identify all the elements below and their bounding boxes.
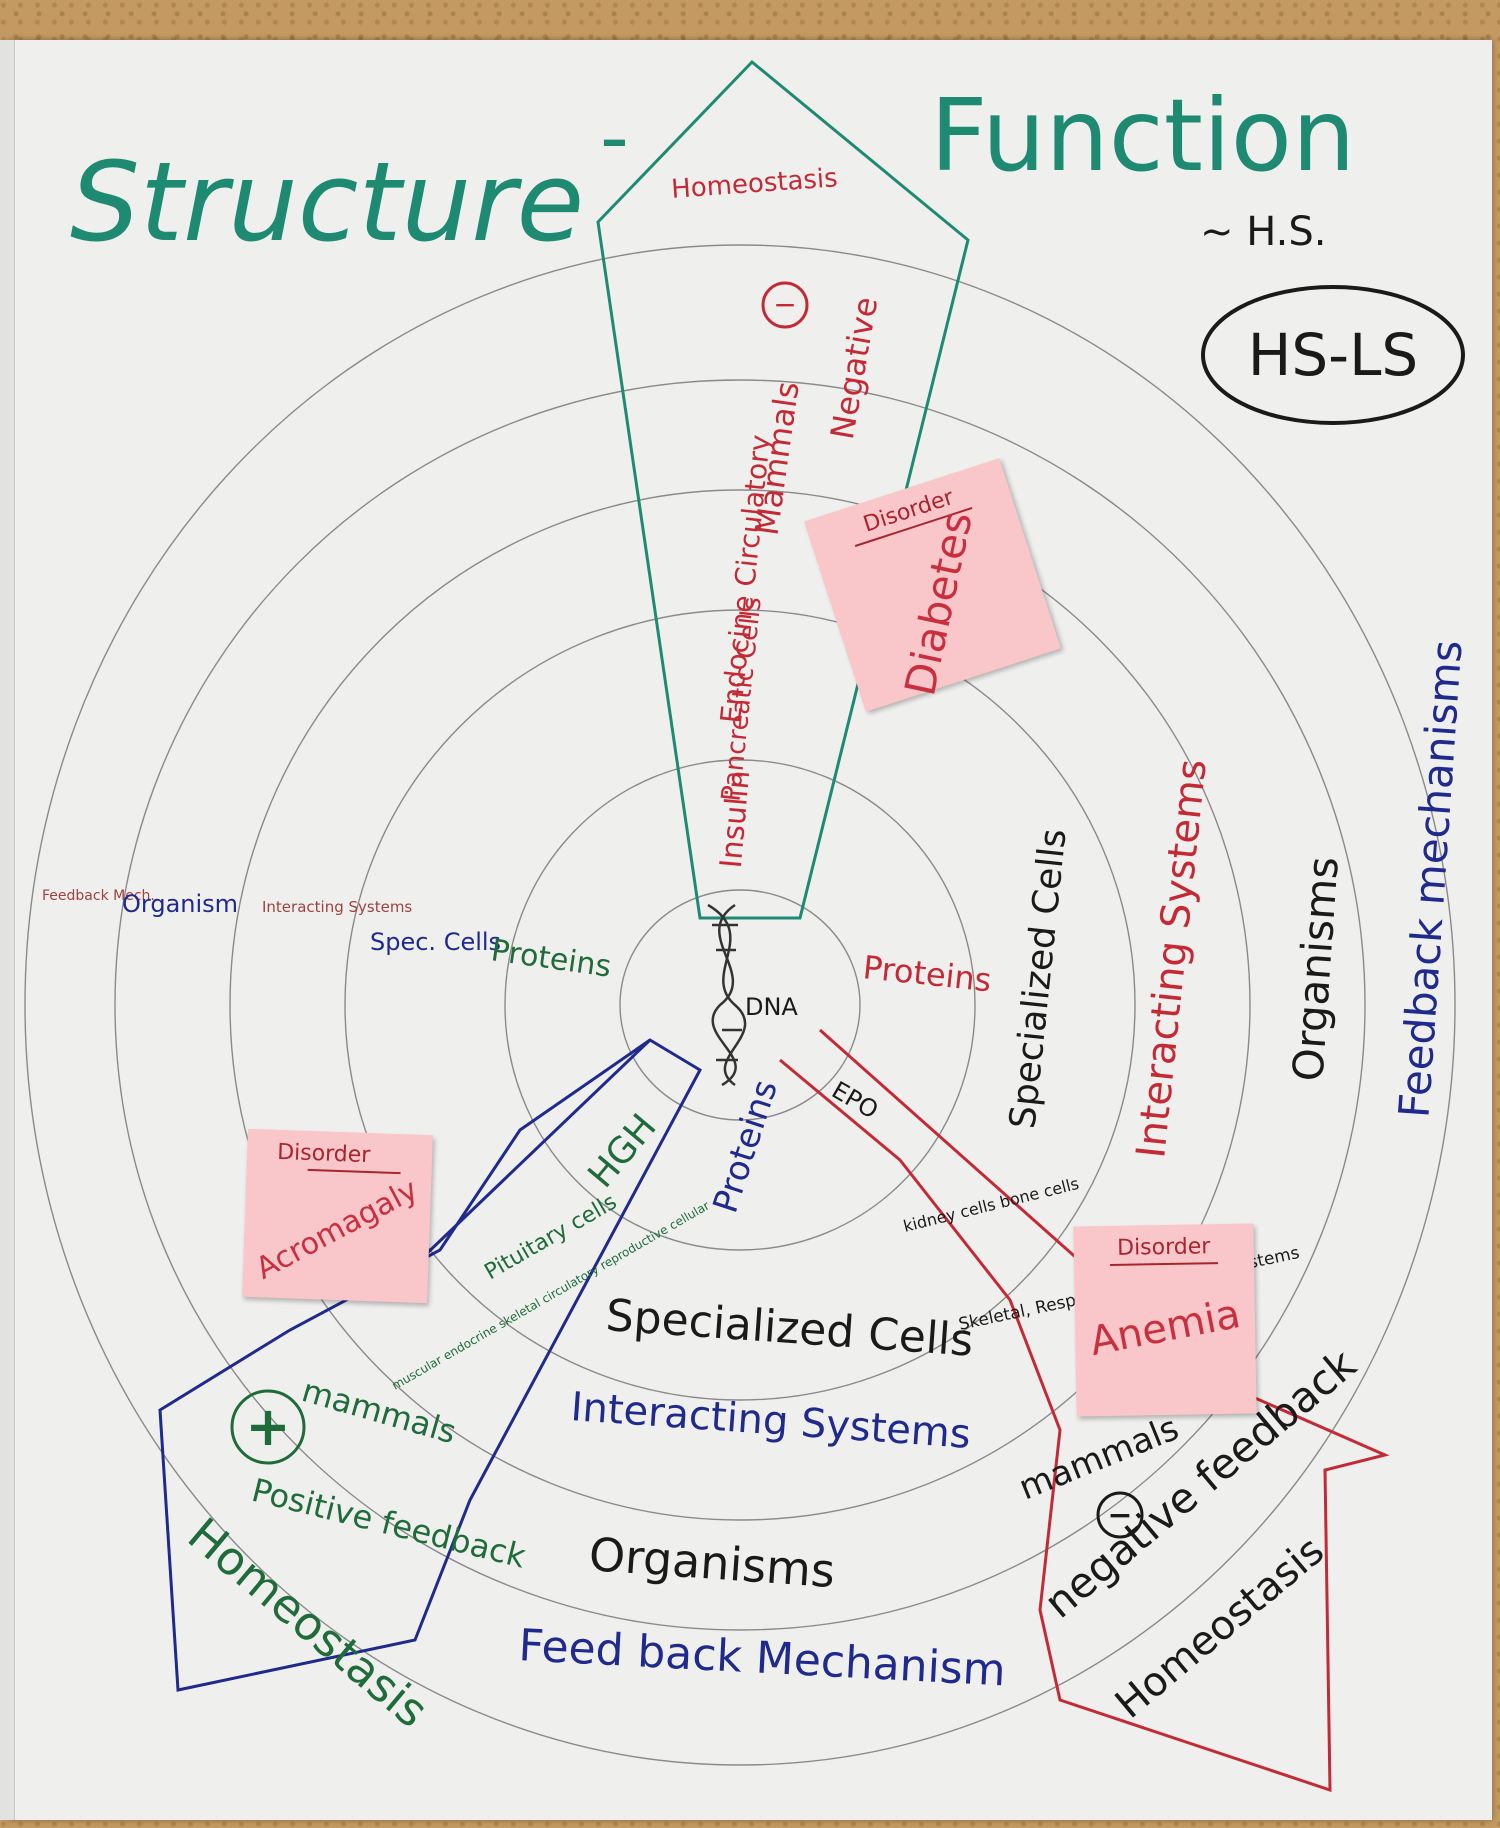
top-negative-symbol: − [773,288,796,321]
sticky-note-anemia: Disorder Anemia [1073,1223,1257,1417]
ring-organisms [114,379,1366,1631]
left-positive-feedback: Positive feedback [248,1471,530,1576]
right-feedback-mechanisms: Feedback mechanisms [1389,639,1471,1120]
title-group: Structure - Function ~ H.S. HS-LS [70,77,1465,425]
top-insulin: Insulin [714,769,757,870]
title-structure: Structure [70,138,584,266]
concentric-rings [24,244,1456,1766]
right-epo: EPO [827,1076,883,1125]
right-wedge-edge [819,1028,1091,1272]
title-code: HS-LS [1248,321,1419,389]
bottom-proteins: Proteins [706,1075,786,1218]
left-axis-labels: Feedback Mech. Organism Interacting Syst… [42,888,613,985]
dna-helix-icon [707,903,747,1087]
ring-dna [619,889,861,1121]
right-specialized-cells: Specialized Cells [1002,827,1074,1131]
title-dash: - [600,91,629,184]
left-feedback-mech: Feedback Mech. [42,888,155,904]
note-header: Disorder [247,1139,433,1175]
right-organisms: Organisms [1283,855,1348,1083]
ring-feedback [24,244,1456,1766]
bottom-organisms: Organisms [587,1527,837,1598]
right-interacting-systems: Interacting Systems [1128,757,1216,1160]
left-wedge [158,1038,702,1692]
paper-edge [0,40,15,1820]
left-positive-symbol: + [245,1395,290,1458]
note-body: Anemia [1086,1290,1245,1366]
left-wedge-edge [418,1038,652,1262]
bottom-feedback-mechanism: Feed back Mechanism [517,1620,1006,1696]
ring-specialized-cells [344,609,1136,1401]
ring-proteins [504,759,976,1251]
bottom-interacting-systems: Interacting Systems [569,1384,972,1458]
right-wedge [779,1058,1390,1793]
dna-label: DNA [745,993,798,1021]
sticky-note-acromegaly: Disorder Acromagaly [242,1128,433,1304]
note-body: Acromagaly [250,1172,424,1287]
ring-interacting-systems [229,489,1251,1521]
left-mammals: mammals [298,1371,461,1451]
left-proteins: Proteins [489,933,613,984]
left-interacting-systems: Interacting Systems [262,898,412,916]
bottom-specialized-cells: Specialized Cells [604,1290,975,1367]
top-negative: Negative [823,294,885,442]
title-function: Function [930,77,1355,194]
left-spec-cells: Spec. Cells [370,928,501,956]
left-hgh: HGH [580,1107,664,1196]
left-organism: Organism [122,890,238,918]
hs-ls-circle [1201,285,1465,425]
right-negative-symbol: − [1107,1498,1132,1533]
top-homeostasis: Homeostasis [670,163,838,205]
right-proteins: Proteins [861,948,993,999]
title-hs: ~ H.S. [1200,209,1326,255]
note-header: Disorder [1074,1233,1254,1266]
top-wedge [596,59,970,920]
top-negative-circle [761,281,809,329]
negative-circle [1096,1491,1144,1539]
positive-circle [230,1389,306,1465]
